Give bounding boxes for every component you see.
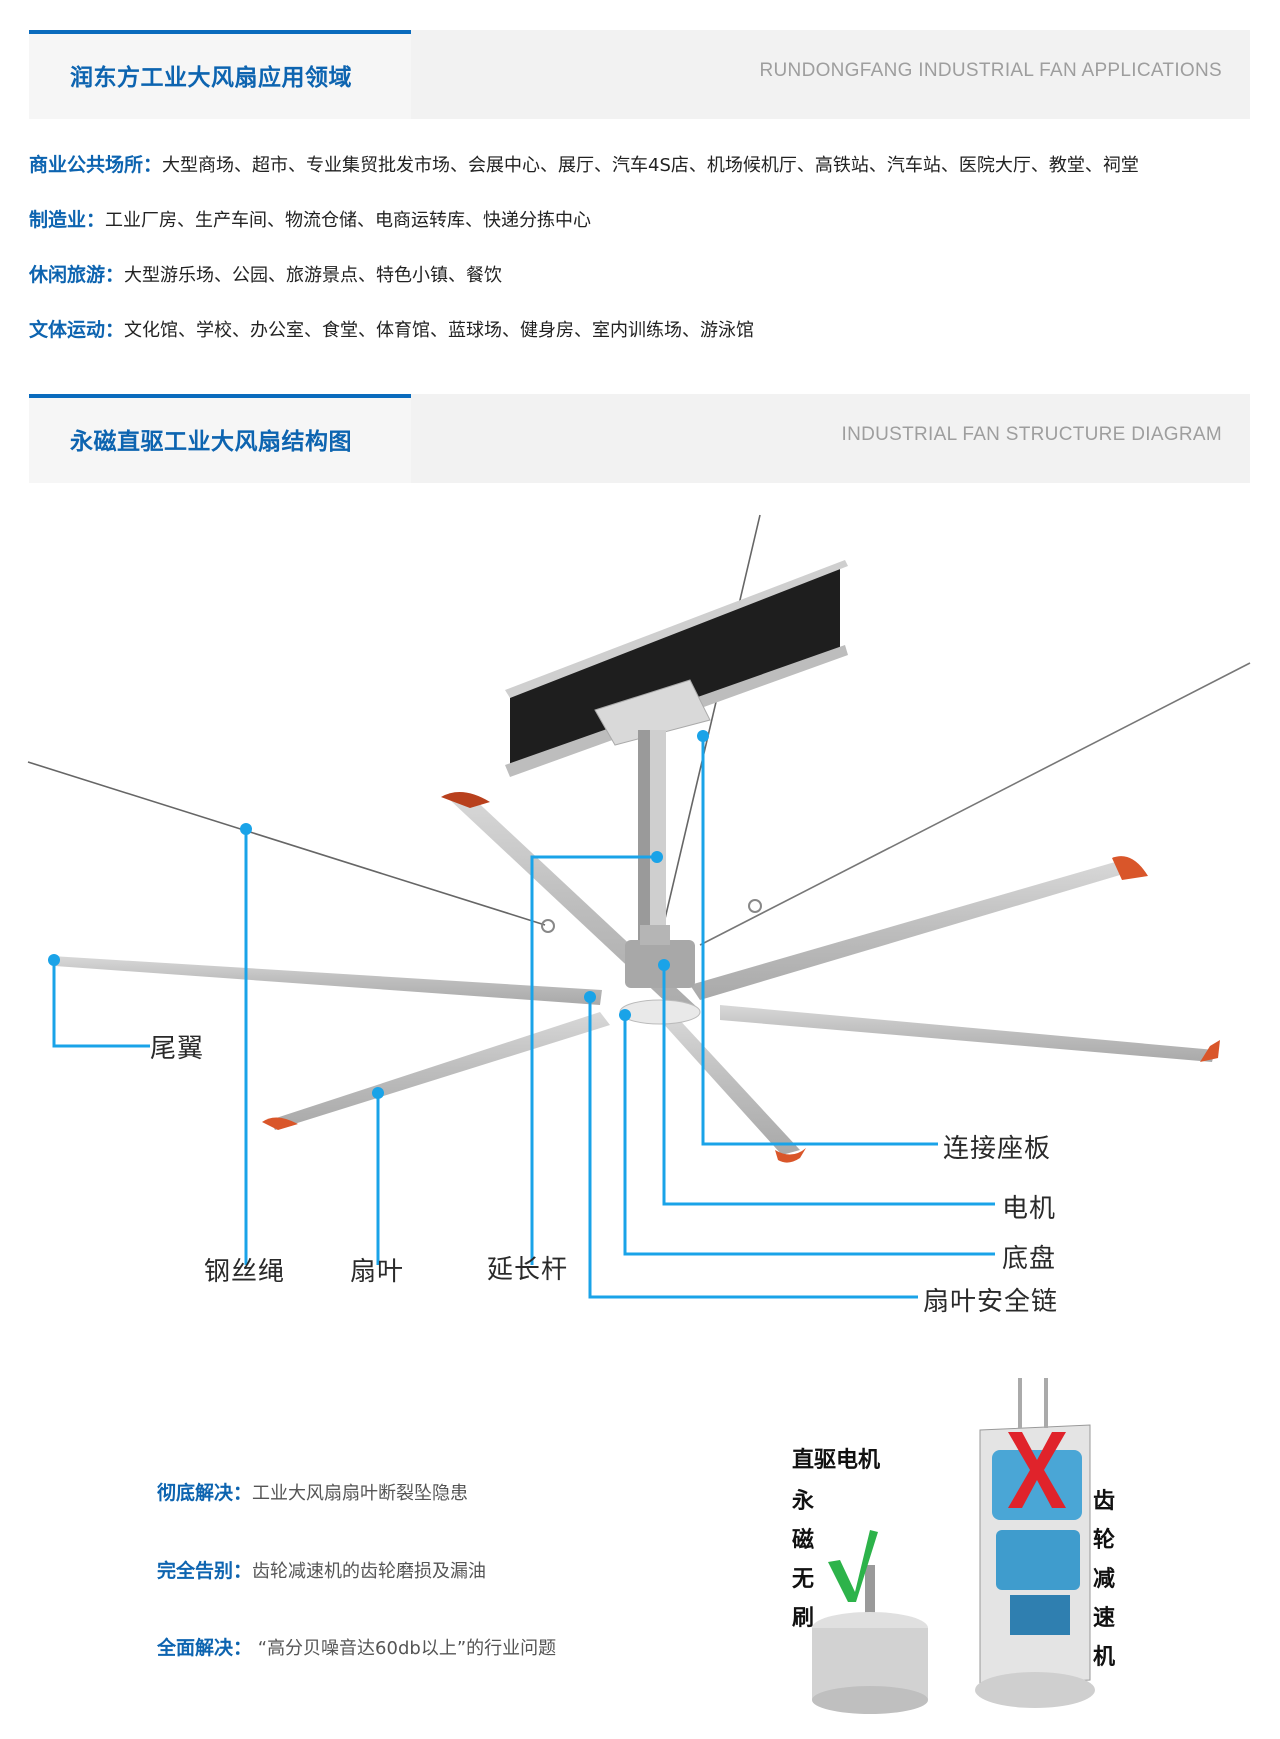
callout-mount-plate: 连接座板 bbox=[943, 1134, 1052, 1164]
fan-illustration bbox=[27, 514, 1251, 1299]
application-text: 大型游乐场、公园、旅游景点、特色小镇、餐饮 bbox=[124, 265, 503, 286]
section-title-tab: 润东方工业大风扇应用领域 bbox=[29, 30, 411, 119]
application-text: 工业厂房、生产车间、物流仓储、电商运转库、快递分拣中心 bbox=[105, 210, 592, 231]
solution-row: 彻底解决：工业大风扇扇叶断裂坠隐患 bbox=[157, 1478, 468, 1505]
section-title-tab: 永磁直驱工业大风扇结构图 bbox=[29, 394, 411, 483]
solution-label: 彻底解决： bbox=[157, 1482, 253, 1504]
motor-comparison-illustration bbox=[812, 1378, 1095, 1714]
callout-steel-cable: 钢丝绳 bbox=[204, 1257, 286, 1287]
application-label: 制造业： bbox=[29, 209, 106, 231]
section-subtitle-en: INDUSTRIAL FAN STRUCTURE DIAGRAM bbox=[841, 424, 1222, 445]
section-header-structure: 永磁直驱工业大风扇结构图 INDUSTRIAL FAN STRUCTURE DI… bbox=[29, 394, 1250, 483]
gear-motor-vertical-text: 齿轮减速机 bbox=[1093, 1489, 1116, 1670]
direct-motor-title: 直驱电机 bbox=[792, 1448, 881, 1473]
section-title: 润东方工业大风扇应用领域 bbox=[70, 65, 352, 91]
solution-label: 全面解决： bbox=[157, 1637, 253, 1659]
application-text: 文化馆、学校、办公室、食堂、体育馆、蓝球场、健身房、室内训练场、游泳馆 bbox=[124, 320, 755, 341]
direct-motor-vertical-text: 永磁无刷 bbox=[792, 1489, 815, 1631]
section-header-applications: 润东方工业大风扇应用领域 RUNDONGFANG INDUSTRIAL FAN … bbox=[29, 30, 1250, 119]
callout-extension-rod: 延长杆 bbox=[487, 1255, 569, 1285]
callout-blade: 扇叶 bbox=[350, 1257, 405, 1287]
solution-label: 完全告别： bbox=[157, 1560, 253, 1582]
application-row: 休闲旅游：大型游乐场、公园、旅游景点、特色小镇、餐饮 bbox=[29, 260, 502, 287]
application-label: 文体运动： bbox=[29, 319, 125, 341]
application-text: 大型商场、超市、专业集贸批发市场、会展中心、展厅、汽车4S店、机场候机厅、高铁站… bbox=[162, 155, 1139, 176]
application-label: 商业公共场所： bbox=[29, 154, 163, 176]
application-label: 休闲旅游： bbox=[29, 264, 125, 286]
callout-tail-wing: 尾翼 bbox=[150, 1034, 205, 1064]
solution-row: 全面解决： “高分贝噪音达60db以上”的行业问题 bbox=[157, 1633, 556, 1660]
application-row: 商业公共场所：大型商场、超市、专业集贸批发市场、会展中心、展厅、汽车4S店、机场… bbox=[29, 150, 1139, 177]
application-row: 文体运动：文化馆、学校、办公室、食堂、体育馆、蓝球场、健身房、室内训练场、游泳馆 bbox=[29, 315, 754, 342]
solution-text: 齿轮减速机的齿轮磨损及漏油 bbox=[252, 1561, 487, 1582]
solution-text: “高分贝噪音达60db以上”的行业问题 bbox=[252, 1638, 557, 1659]
callout-chassis: 底盘 bbox=[1002, 1244, 1057, 1274]
solution-row: 完全告别：齿轮减速机的齿轮磨损及漏油 bbox=[157, 1556, 486, 1583]
callout-motor: 电机 bbox=[1002, 1194, 1057, 1224]
section-title: 永磁直驱工业大风扇结构图 bbox=[70, 429, 352, 455]
application-row: 制造业：工业厂房、生产车间、物流仓储、电商运转库、快递分拣中心 bbox=[29, 205, 591, 232]
fan-structure-diagram: 尾翼 钢丝绳 扇叶 延长杆 连接座板 电机 底盘 扇叶安全链 bbox=[0, 500, 1280, 1350]
solution-text: 工业大风扇扇叶断裂坠隐患 bbox=[252, 1483, 469, 1504]
section-subtitle-en: RUNDONGFANG INDUSTRIAL FAN APPLICATIONS bbox=[759, 60, 1222, 81]
callout-safety-chain: 扇叶安全链 bbox=[923, 1287, 1059, 1317]
motor-comparison: 直驱电机 永磁无刷 齿轮减速机 bbox=[760, 1370, 1280, 1739]
